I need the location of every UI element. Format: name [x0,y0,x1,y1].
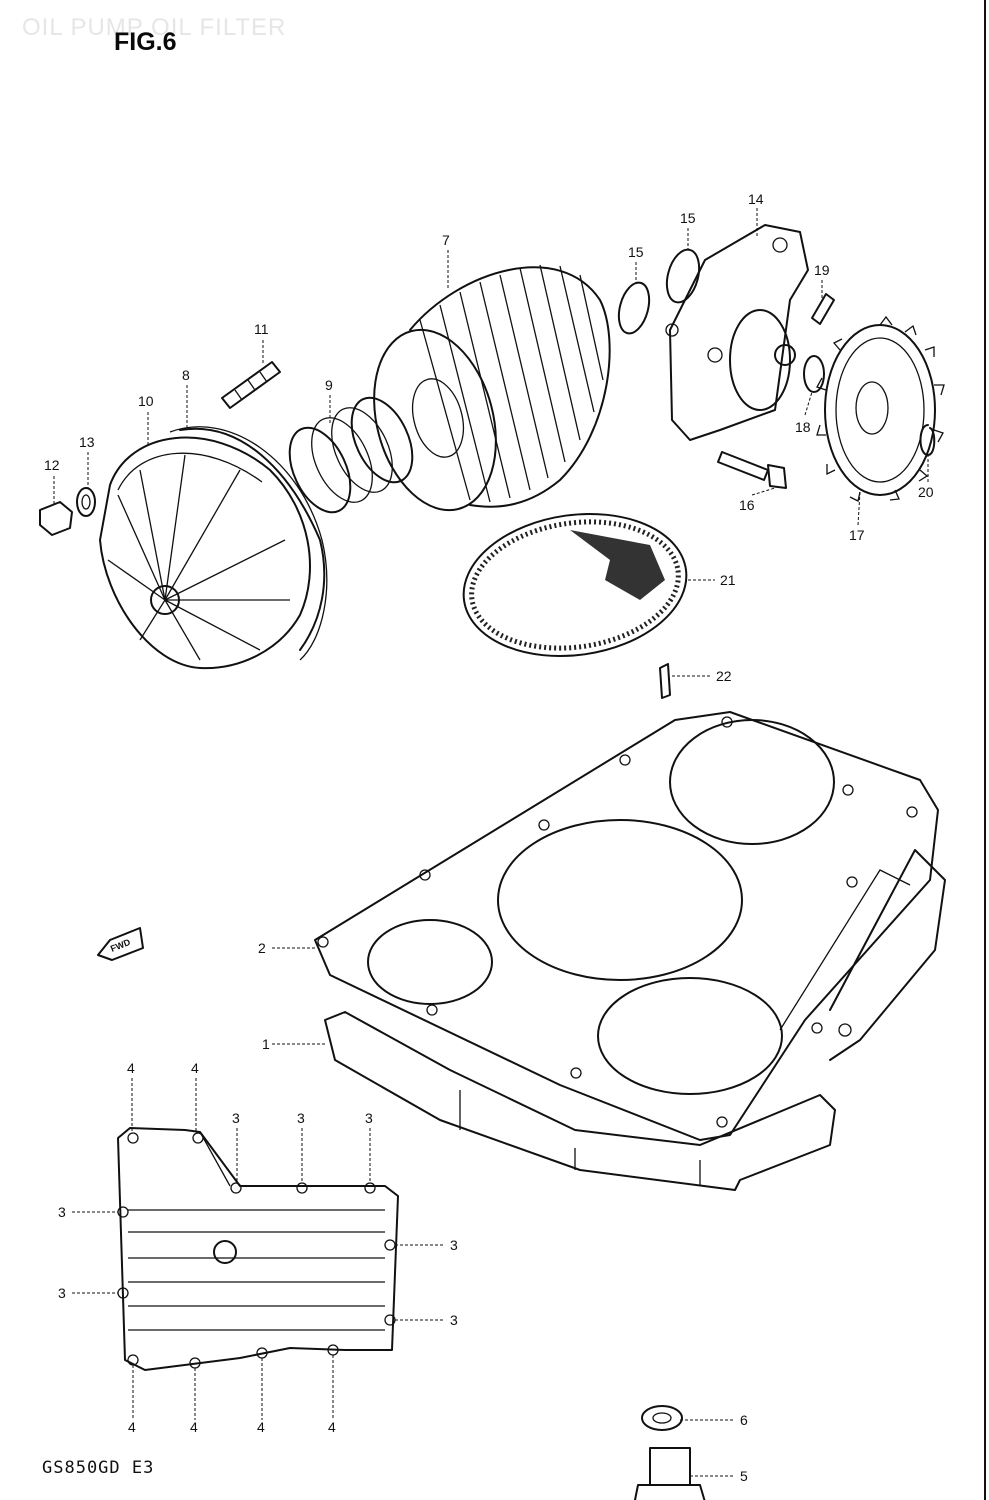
label-15a: 15 [628,244,644,260]
oil-filter-7 [373,264,611,512]
label-3-top-a: 3 [232,1110,240,1126]
model-code: GS850GD E3 [42,1458,155,1478]
figure-label: FIG.6 [114,28,177,56]
label-8: 8 [182,367,190,383]
label-22: 22 [716,668,732,684]
stud-11 [221,361,281,409]
drain-plug-5 [634,1447,706,1500]
gear-17 [816,315,945,502]
label-5: 5 [740,1468,748,1484]
label-21: 21 [720,572,736,588]
oil-pan-gasket-2 [314,711,939,1141]
forward-direction-arrow: FWD [97,927,144,961]
label-11: 11 [254,321,269,337]
label-7: 7 [442,232,450,248]
bolt-22 [659,663,671,699]
label-4-bottom-d: 4 [328,1419,336,1435]
washer-18 [803,355,825,393]
label-10: 10 [138,393,154,409]
label-4-bottom-c: 4 [257,1419,265,1435]
label-4-bottom-b: 4 [190,1419,198,1435]
label-9: 9 [325,377,333,393]
washer-13 [76,487,96,517]
bolt-16 [717,451,787,489]
oil-pan-bottom-plate [117,1127,399,1371]
label-12: 12 [44,457,60,473]
oil-pump-14 [665,224,809,441]
page-border [984,0,986,1500]
label-14: 14 [748,191,764,207]
pin-19 [811,293,835,325]
oil-pan-1 [324,849,946,1191]
label-18: 18 [795,419,811,435]
o-ring-15b [665,248,701,304]
label-16: 16 [739,497,755,513]
label-3-left-b: 3 [58,1285,66,1301]
cap-nut-12 [39,501,73,536]
label-6: 6 [740,1412,748,1428]
spring-9 [288,396,414,514]
label-3-left-a: 3 [58,1204,66,1220]
o-ring-15a [617,281,651,335]
label-20: 20 [918,484,934,500]
label-3-top-b: 3 [297,1110,305,1126]
label-3-right-b: 3 [450,1312,458,1328]
label-1: 1 [262,1036,270,1052]
label-4-bottom-a: 4 [128,1419,136,1435]
label-2: 2 [258,940,266,956]
leader-lines [53,208,929,1477]
label-13: 13 [79,434,95,450]
label-3-top-c: 3 [365,1110,373,1126]
drain-plug-gasket-6 [641,1405,683,1431]
label-4-top: 4 [191,1060,199,1076]
label-17: 17 [849,527,865,543]
oil-strainer-21 [462,512,688,658]
label-4-top-left: 4 [127,1060,135,1076]
part-number-labels: 7 11 8 9 10 13 12 15 15 14 19 18 16 17 2… [44,191,934,1484]
o-ring-8 [169,426,328,661]
label-3-right-a: 3 [450,1237,458,1253]
oil-filter-cover [99,427,326,670]
watermark-title: OIL PUMP OIL FILTER [22,14,287,41]
label-15b: 15 [680,210,696,226]
label-19: 19 [814,262,830,278]
